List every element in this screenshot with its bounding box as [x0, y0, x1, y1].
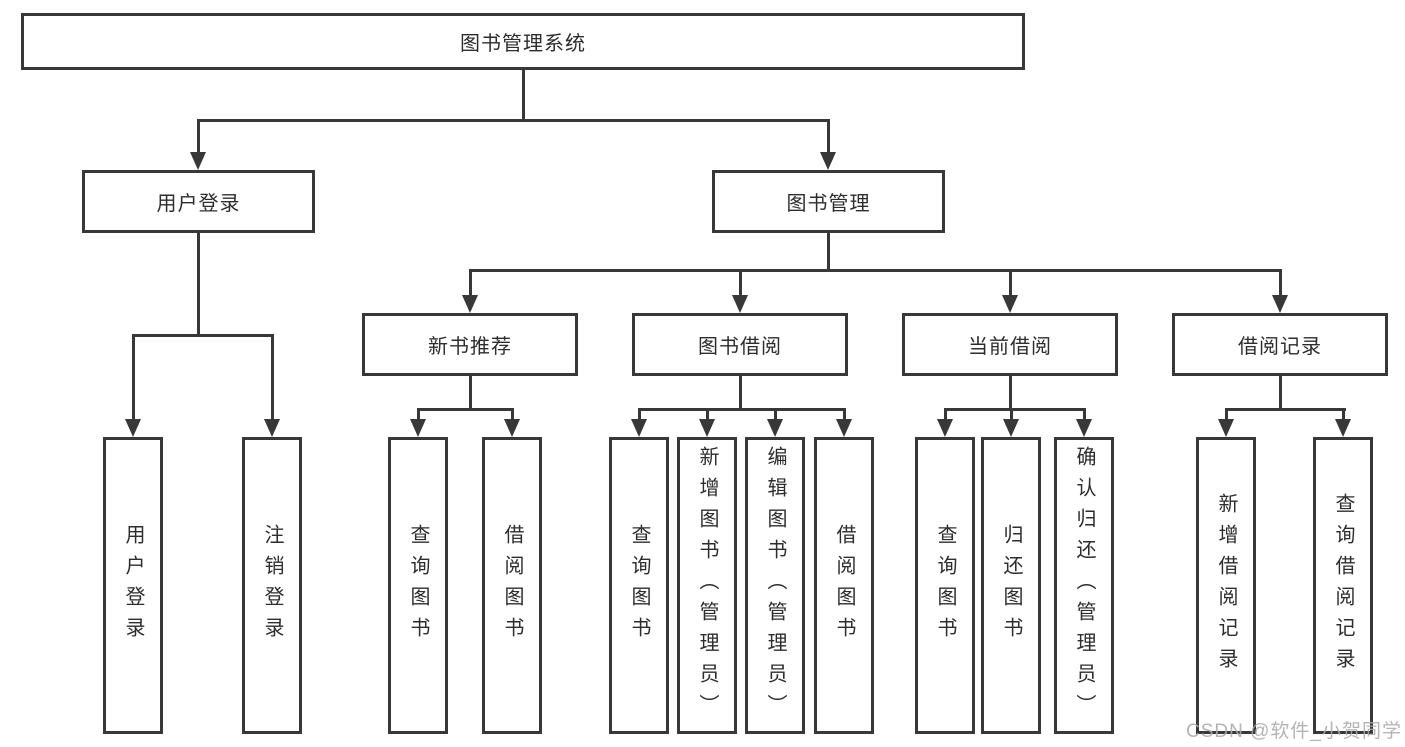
leaf-edit-book-admin: 编辑图书（管理员） [745, 437, 805, 734]
leaf-borrow-books-recommend-label: 借阅图书 [501, 523, 523, 648]
connector-rail-5 [943, 407, 1086, 411]
arrow-stem-10 [637, 409, 641, 423]
connector-stem-0 [521, 70, 525, 122]
arrow-stem-6 [1008, 270, 1012, 299]
leaf-logout: 注销登录 [242, 437, 302, 734]
leaf-query-books-current: 查询图书 [915, 437, 975, 734]
arrow-stem-18 [1341, 409, 1345, 423]
arrow-stem-7 [1278, 270, 1282, 299]
connector-stem-3 [468, 376, 472, 411]
arrow-down-icon [631, 419, 647, 437]
leaf-confirm-return-admin-label: 确认归还（管理员） [1073, 446, 1095, 725]
watermark: CSDN @软件_小贺同学 [1186, 721, 1402, 742]
connector-rail-4 [637, 407, 846, 411]
node-user-login: 用户登录 [82, 170, 315, 233]
arrow-down-icon [767, 419, 783, 437]
arrow-down-icon [462, 295, 478, 313]
leaf-query-books-recommend: 查询图书 [388, 437, 448, 734]
leaf-logout-label: 注销登录 [261, 523, 283, 648]
arrow-down-icon [125, 419, 141, 437]
arrow-stem-16 [1082, 409, 1086, 423]
connector-rail-2 [468, 268, 1282, 272]
node-library-management-system: 图书管理系统 [21, 13, 1025, 70]
connector-stem-6 [1278, 376, 1282, 411]
connector-stem-2 [826, 233, 830, 272]
node-library-management-system-label: 图书管理系统 [460, 33, 586, 55]
arrow-stem-1 [826, 120, 830, 156]
node-book-management: 图书管理 [712, 170, 945, 233]
connector-stem-4 [738, 376, 742, 411]
connector-rail-0 [196, 118, 830, 122]
leaf-borrow-book-label: 借阅图书 [833, 523, 855, 648]
node-new-book-recommendation-label: 新书推荐 [428, 336, 512, 358]
leaf-edit-book-admin-label: 编辑图书（管理员） [764, 446, 786, 725]
leaf-add-book-admin-label: 新增图书（管理员） [696, 446, 718, 725]
arrow-down-icon [1003, 419, 1019, 437]
arrow-down-icon [190, 152, 206, 170]
leaf-user-login: 用户登录 [103, 437, 163, 734]
node-new-book-recommendation: 新书推荐 [362, 313, 578, 376]
connector-stem-1 [196, 233, 200, 337]
node-borrowing-records-label: 借阅记录 [1238, 336, 1322, 358]
arrow-down-icon [1076, 419, 1092, 437]
leaf-query-books-current-label: 查询图书 [934, 523, 956, 648]
arrow-down-icon [699, 419, 715, 437]
arrow-down-icon [1272, 295, 1288, 313]
arrow-down-icon [836, 419, 852, 437]
node-borrowing-records: 借阅记录 [1172, 313, 1388, 376]
leaf-return-book: 归还图书 [981, 437, 1041, 734]
leaf-return-book-label: 归还图书 [1000, 523, 1022, 648]
arrow-stem-15 [1009, 409, 1013, 423]
leaf-query-books-borrow: 查询图书 [609, 437, 669, 734]
arrow-stem-2 [131, 335, 135, 423]
arrow-down-icon [264, 419, 280, 437]
node-book-management-label: 图书管理 [786, 193, 871, 215]
leaf-borrow-book: 借阅图书 [814, 437, 874, 734]
connector-rail-1 [131, 333, 274, 337]
leaf-add-borrow-record: 新增借阅记录 [1196, 437, 1256, 734]
node-current-borrowing-label: 当前借阅 [968, 336, 1052, 358]
leaf-borrow-books-recommend: 借阅图书 [482, 437, 542, 734]
arrow-down-icon [1002, 295, 1018, 313]
leaf-confirm-return-admin: 确认归还（管理员） [1054, 437, 1114, 734]
connector-stem-5 [1008, 376, 1012, 411]
arrow-stem-3 [270, 335, 274, 423]
arrow-stem-4 [468, 270, 472, 299]
arrow-down-icon [504, 419, 520, 437]
arrow-stem-17 [1224, 409, 1228, 423]
leaf-query-borrow-record-label: 查询借阅记录 [1332, 492, 1354, 679]
node-book-borrowing: 图书借阅 [632, 313, 848, 376]
node-book-borrowing-label: 图书借阅 [698, 336, 782, 358]
leaf-query-books-borrow-label: 查询图书 [628, 523, 650, 648]
arrow-down-icon [410, 419, 426, 437]
arrow-down-icon [820, 152, 836, 170]
arrow-stem-0 [196, 120, 200, 156]
arrow-stem-14 [943, 409, 947, 423]
leaf-add-book-admin: 新增图书（管理员） [677, 437, 737, 734]
node-user-login-label: 用户登录 [156, 193, 241, 215]
leaf-add-borrow-record-label: 新增借阅记录 [1215, 492, 1237, 679]
arrow-down-icon [1335, 419, 1351, 437]
arrow-stem-5 [738, 270, 742, 299]
arrow-stem-8 [416, 409, 420, 423]
arrow-stem-9 [510, 409, 514, 423]
connector-rail-3 [416, 407, 514, 411]
arrow-down-icon [1218, 419, 1234, 437]
node-current-borrowing: 当前借阅 [902, 313, 1118, 376]
leaf-query-books-recommend-label: 查询图书 [407, 523, 429, 648]
leaf-user-login-label: 用户登录 [122, 523, 144, 648]
arrow-stem-12 [773, 409, 777, 423]
arrow-down-icon [937, 419, 953, 437]
arrow-stem-13 [842, 409, 846, 423]
leaf-query-borrow-record: 查询借阅记录 [1313, 437, 1373, 734]
connector-rail-6 [1224, 407, 1346, 411]
arrow-down-icon [732, 295, 748, 313]
arrow-stem-11 [705, 409, 709, 423]
